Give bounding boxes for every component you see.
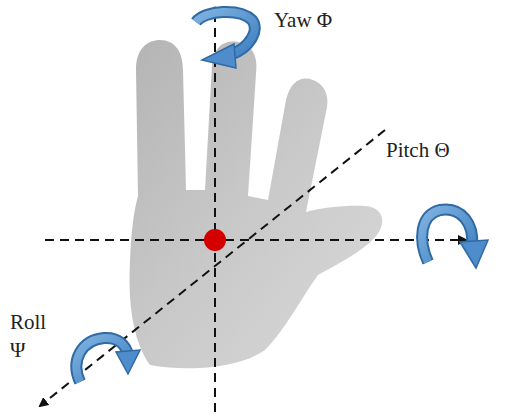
axes [40, 8, 466, 412]
pitch-rotation-arrow [422, 209, 488, 268]
roll-axis [40, 130, 385, 406]
yaw-axis [214, 8, 216, 412]
center-dot [204, 229, 226, 251]
yaw-label: Yaw Φ [274, 6, 384, 34]
roll-rotation-arrow [76, 338, 140, 382]
pitch-label: Pitch Θ [386, 136, 496, 164]
hand-silhouette [130, 40, 383, 368]
pitch-axis [45, 239, 466, 241]
roll-label: Roll Ψ [10, 308, 50, 365]
yaw-rotation-arrow [196, 12, 255, 68]
